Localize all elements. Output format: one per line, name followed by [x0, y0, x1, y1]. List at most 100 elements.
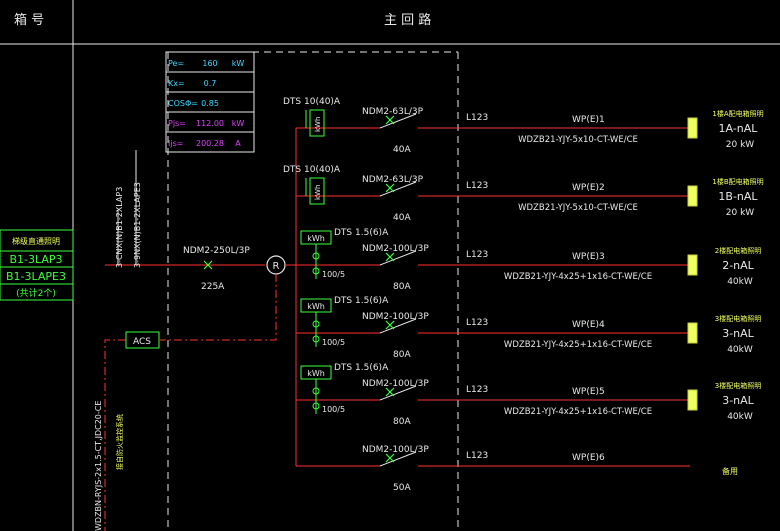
acs-module	[125, 331, 160, 349]
param-label: Ijs=	[168, 139, 183, 148]
param-value: 0.85	[201, 99, 219, 108]
terminal-block	[687, 322, 698, 344]
switch-blade	[379, 318, 417, 334]
breaker-cross	[385, 387, 395, 397]
cable-spec: WDZB21-YJY-4x25+1x16-CT-WE/CE	[504, 340, 652, 350]
main-circuit-header: 主 回 路	[384, 12, 431, 28]
breaker-cross	[385, 252, 395, 262]
meter-label: DTS 1.5(6)A	[334, 228, 389, 238]
cable-spec: WDZB21-YJY-4x25+1x16-CT-WE/CE	[504, 407, 652, 417]
breaker-current: 40A	[393, 145, 411, 155]
supply-text-2: 3-9NX(N)B1-2XLAPE3	[133, 182, 142, 268]
panel-id-1: B1-3LAP3	[9, 253, 62, 266]
switch-blade	[379, 181, 417, 197]
ct-ratio: 100/5	[322, 338, 345, 347]
kwh-label: kWh	[314, 117, 322, 132]
breaker-label: NDM2-100L/3P	[362, 379, 429, 389]
dest-panel: 1B-nAL	[718, 190, 758, 203]
kwh-meter	[309, 177, 325, 205]
dest-title: 3楼配电箱照明	[715, 314, 761, 323]
param-label: Kx=	[168, 79, 185, 88]
meter-label: DTS 1.5(6)A	[334, 363, 389, 373]
ct-ratio: 100/5	[322, 270, 345, 279]
phase-label: L123	[466, 385, 488, 395]
breaker-current: 80A	[393, 350, 411, 360]
breaker-current: 80A	[393, 282, 411, 292]
dest-title: 1楼A配电箱照明	[712, 109, 763, 118]
phase-label: L123	[466, 451, 488, 461]
param-value: 0.7	[204, 79, 217, 88]
cable-spec: WDZB21-YJY-5x10-CT-WE/CE	[518, 135, 638, 145]
circuit-id: WP(E)1	[572, 115, 605, 125]
breaker-cross	[385, 320, 395, 330]
cable-spec: WDZB21-YJY-4x25+1x16-CT-WE/CE	[504, 272, 652, 282]
breaker-current: 80A	[393, 417, 411, 427]
param-unit: A	[235, 139, 241, 148]
param-label: Pe=	[168, 59, 184, 68]
meter-label: DTS 10(40)A	[283, 97, 341, 107]
breaker-label: NDM2-100L/3P	[362, 312, 429, 322]
meter-label: DTS 1.5(6)A	[334, 296, 389, 306]
kwh-label: kWh	[307, 234, 325, 243]
current-transformer	[312, 252, 320, 260]
kwh-label: kWh	[314, 185, 322, 200]
switch-blade	[379, 250, 417, 266]
param-value: 200.28	[196, 139, 224, 148]
terminal-block	[687, 254, 698, 276]
dest-panel: 3-nAL	[722, 327, 754, 340]
panel-id-box: 梯级直通照明 B1-3LAP3 B1-3LAPE3 (共计2个)	[0, 229, 74, 301]
dest-power: 40kW	[727, 412, 753, 422]
supply-text-1: 3-CNX(N)B1-2XLAP3	[115, 187, 124, 268]
terminal-block	[687, 185, 698, 207]
kwh-label: kWh	[307, 369, 325, 378]
fire-cable-text: WDZBN-RYJS-2x1.5-CT,JDC20-CE	[94, 401, 103, 531]
dest-power: 40kW	[727, 277, 753, 287]
switch-blade	[379, 385, 417, 401]
panel-title: 梯级直通照明	[12, 236, 60, 246]
panel-id-2: B1-3LAPE3	[6, 270, 66, 283]
breaker-label: NDM2-100L/3P	[362, 244, 429, 254]
switch-blade	[379, 451, 417, 467]
breaker-label: NDM2-63L/3P	[362, 107, 424, 117]
dest-power: 20 kW	[726, 208, 755, 218]
phase-label: L123	[466, 250, 488, 260]
ct-ratio: 100/5	[322, 405, 345, 414]
current-transformer	[312, 387, 320, 395]
breaker-current: 50A	[393, 483, 411, 493]
box-number-header: 箱 号	[14, 12, 44, 28]
param-value: 160	[202, 59, 217, 68]
spare-label: 备用	[722, 466, 738, 476]
incoming-feeder: 3-CNX(N)B1-2XLAP3 3-9NX(N)B1-2XLAPE3 NDM…	[94, 150, 296, 531]
phase-label: L123	[466, 318, 488, 328]
param-unit: kW	[232, 119, 245, 128]
main-breaker-current: 225A	[201, 282, 225, 292]
circuit-id: WP(E)3	[572, 252, 605, 262]
breaker-cross	[385, 115, 395, 125]
dest-panel: 3-nAL	[722, 394, 754, 407]
branch-circuits: NDM2-63L/3P 40A L123 WP(E)1WDZB21-YJY-5x10-…	[283, 97, 764, 493]
phase-label: L123	[466, 181, 488, 191]
param-label: COSΦ=	[168, 99, 198, 108]
circuit-3: NDM2-100L/3P 80A L123 WP(E)3WDZB21-YJY-4x25…	[296, 228, 761, 292]
breaker-cross	[385, 453, 395, 463]
current-transformer	[312, 320, 320, 328]
dest-title: 2楼配电箱照明	[715, 246, 761, 255]
dest-power: 20 kW	[726, 140, 755, 150]
current-transformer	[312, 267, 320, 275]
fire-cable-note: 接自防火监控系统	[115, 414, 124, 470]
kwh-label: kWh	[307, 302, 325, 311]
current-transformer	[312, 402, 320, 410]
circuit-id: WP(E)6	[572, 453, 605, 463]
dest-panel: 1A-nAL	[719, 122, 759, 135]
meter-label: DTS 10(40)A	[283, 165, 341, 175]
current-transformer	[312, 335, 320, 343]
breaker-label: NDM2-63L/3P	[362, 175, 424, 185]
